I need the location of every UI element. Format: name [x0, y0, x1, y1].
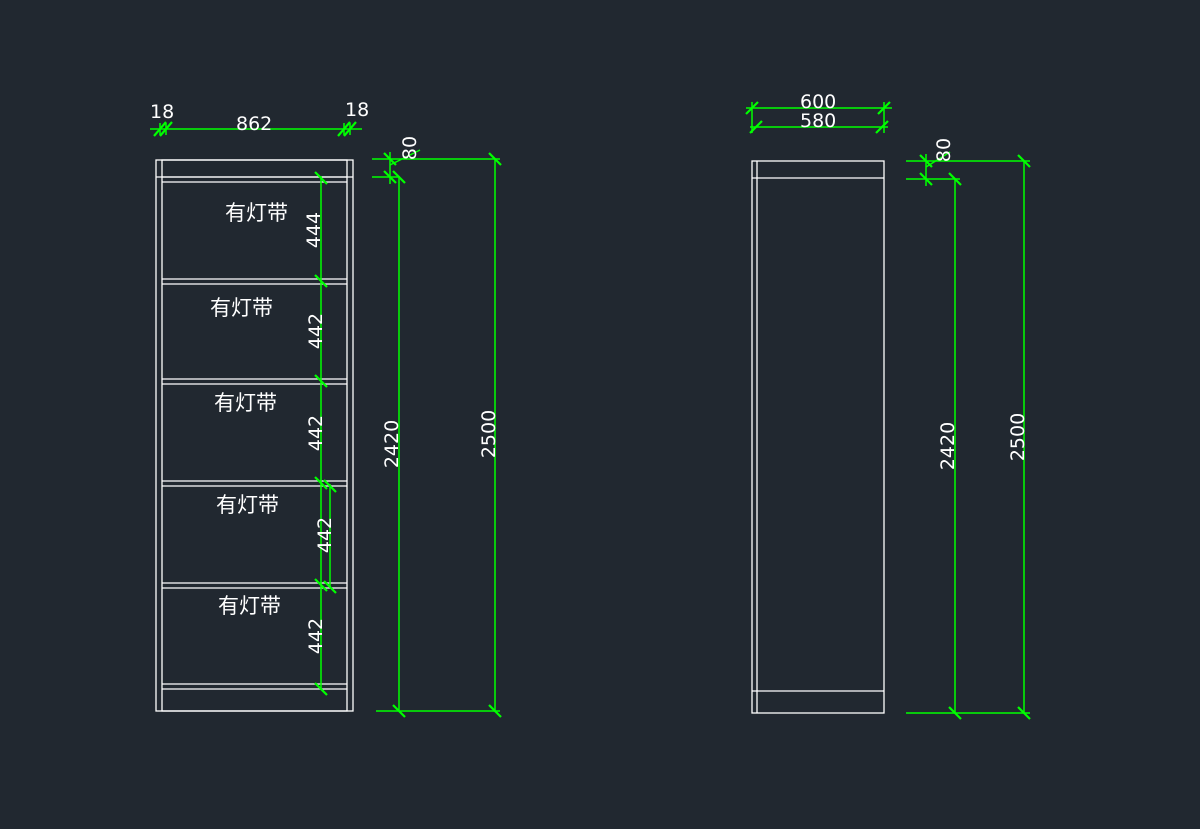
- compartment-1-label: 有灯带: [225, 201, 288, 225]
- compartment-3-height-value: 442: [305, 415, 327, 451]
- side-thickness-left-value: 18: [150, 101, 174, 123]
- compartment-4-label: 有灯带: [216, 493, 279, 517]
- overall-width-value: 862: [236, 113, 272, 135]
- front-compartment-dimension: 444 442 442 442 442: [303, 171, 337, 696]
- compartment-5-height-value: 442: [305, 618, 327, 654]
- compartment-3-label: 有灯带: [214, 391, 277, 415]
- front-width-dimension: 18 862 18: [150, 99, 369, 137]
- side-total-height-value: 2500: [1007, 413, 1029, 461]
- front-inner-height-value: 2420: [381, 420, 403, 468]
- compartment-5-label: 有灯带: [218, 594, 281, 618]
- compartment-1-height-value: 444: [303, 212, 325, 248]
- front-total-height-value: 2500: [478, 410, 500, 458]
- compartment-4-height-value: 442: [314, 517, 336, 553]
- side-view: 600 580 80 2420 2500: [745, 91, 1031, 720]
- compartment-2-height-value: 442: [305, 313, 327, 349]
- side-depth-dimension: 600 580: [745, 91, 892, 134]
- side-cabinet-outer: [751, 160, 885, 714]
- compartment-2-label: 有灯带: [210, 296, 273, 320]
- outer-depth-value: 600: [800, 91, 836, 113]
- inner-depth-value: 580: [800, 110, 836, 132]
- side-thickness-right-value: 18: [345, 99, 369, 121]
- side-height-dimensions: 80 2420 2500: [906, 138, 1031, 720]
- front-shelves: [162, 176, 347, 690]
- side-top-height-value: 80: [933, 138, 955, 162]
- front-view: 有灯带 有灯带 有灯带 有灯带 有灯带 18 862 18: [150, 99, 502, 718]
- side-inner-height-value: 2420: [937, 422, 959, 470]
- front-top-height-value: 80: [399, 136, 421, 160]
- front-height-dimensions: 80 2420 2500: [372, 136, 502, 718]
- front-cabinet-inner: [161, 159, 348, 712]
